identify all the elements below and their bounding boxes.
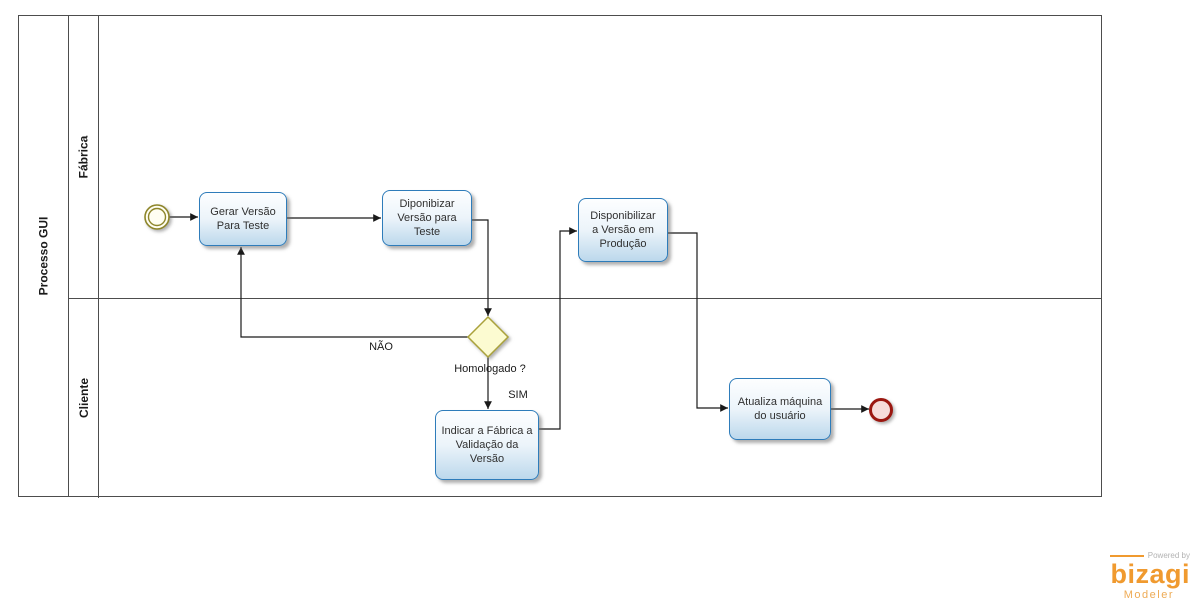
lane-divider	[69, 298, 1102, 299]
task-disponibilizar-versao-producao[interactable]: Disponibilizar a Versão em Produção	[578, 198, 668, 262]
bizagi-logo: bizagi	[1110, 559, 1190, 589]
task-label: Indicar a Fábrica a Validação da Versão	[441, 424, 533, 466]
task-label: Gerar Versão Para Teste	[210, 205, 276, 232]
flow-disponibilizar-to-atualiza	[668, 232, 728, 412]
start-event-icon[interactable]	[144, 204, 170, 230]
task-label: Disponibilizar a Versão em Produção	[590, 209, 656, 251]
bizagi-product-label: Modeler	[1123, 589, 1174, 601]
task-label: Diponibizar Versão para Teste	[397, 197, 457, 239]
lane-fabrica: Fábrica	[69, 16, 99, 298]
flow-label-sim: SIM	[508, 389, 528, 401]
pool-title-strip: Processo GUI	[19, 16, 69, 496]
task-atualiza-maquina-usuario[interactable]: Atualiza máquina do usuário	[729, 378, 831, 440]
flow-label-nao: NÃO	[369, 341, 393, 353]
powered-by-row: Powered by	[1109, 551, 1190, 560]
gateway-homologado-icon[interactable]	[466, 315, 510, 359]
task-diponibizar-versao-teste[interactable]: Diponibizar Versão para Teste	[382, 190, 472, 246]
task-gerar-versao[interactable]: Gerar Versão Para Teste	[199, 192, 287, 246]
bizagi-branding: Powered by bizagi Modeler	[1109, 551, 1190, 601]
pool-processo-gui: Processo GUI Fábrica Cliente	[18, 15, 1102, 498]
end-event-icon[interactable]	[869, 398, 893, 422]
powered-by-rule	[1109, 554, 1144, 557]
powered-by-text: Powered by	[1147, 551, 1190, 560]
flow-diponibizar-to-gateway	[472, 219, 492, 316]
task-label: Atualiza máquina do usuário	[737, 395, 823, 422]
task-indicar-fabrica-validacao[interactable]: Indicar a Fábrica a Validação da Versão	[435, 410, 539, 480]
lane-cliente: Cliente	[69, 298, 99, 498]
flow-indicar-to-disponibilizar	[539, 227, 577, 430]
gateway-label: Homologado ?	[454, 363, 526, 375]
flow-gateway-no-to-gerar	[237, 247, 468, 338]
